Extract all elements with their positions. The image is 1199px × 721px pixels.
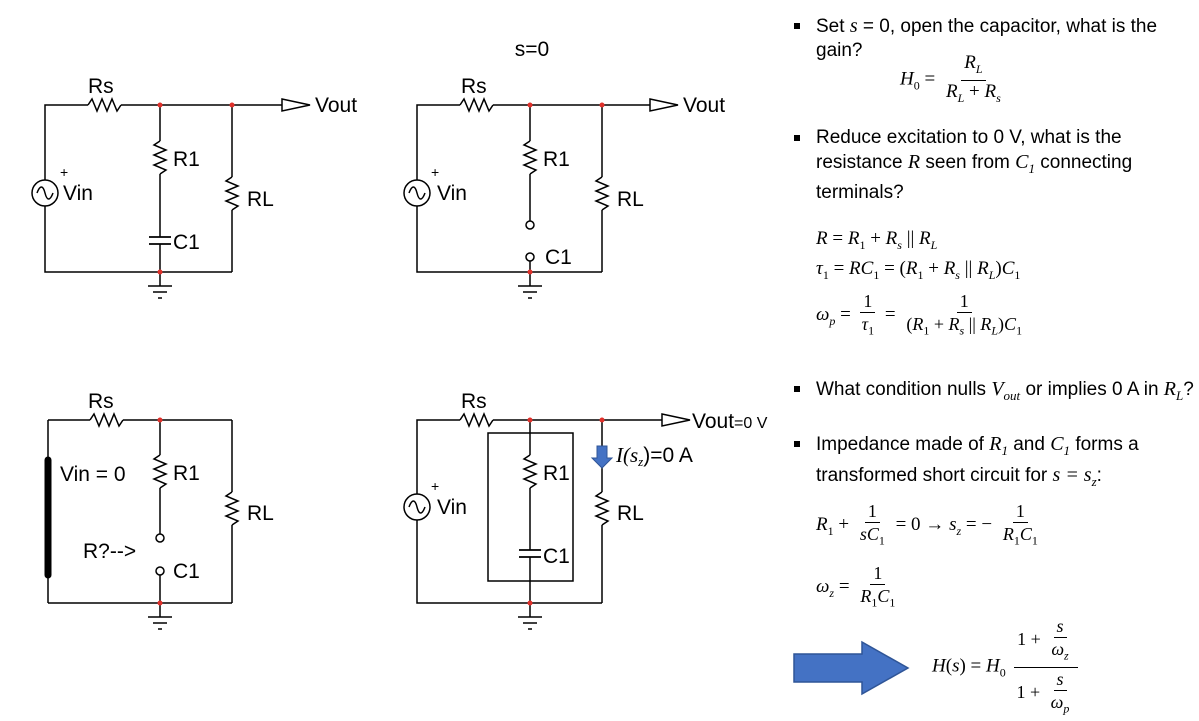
label-rs: Rs [88,75,114,98]
label-r1: R1 [173,148,200,171]
bullet-resistance: Reduce excitation to 0 V, what is the re… [792,126,1197,205]
label-c1: C1 [545,246,572,269]
label-rs: Rs [461,390,487,413]
label-vin: Vin [63,182,93,205]
bullet-icon [794,135,800,141]
circuit-1: Rs R1 C1 RL Vin + Vout [31,75,357,299]
circuit-4: Rs R1 C1 RL Vin + Vout=0 V I(sz)=0 A [403,390,768,630]
label-plus: + [431,164,439,180]
label-rs: Rs [88,390,114,413]
bullet-null-condition: What condition nulls Vout or implies 0 A… [792,377,1197,408]
label-r1: R1 [173,462,200,485]
label-plus: + [60,164,68,180]
label-c1: C1 [543,545,570,568]
label-resistance-probe: R?--> [83,540,136,563]
label-vout: Vout [315,94,357,117]
label-vout: Vout [683,94,725,117]
label-rs: Rs [461,75,487,98]
label-rl: RL [617,188,644,211]
equation-tau: τ1 = RC1 = (R1 + Rs || RL)C1 [816,258,1021,282]
circuit-3: Rs R1 C1 RL Vin = 0 R?--> [44,390,274,630]
label-r1: R1 [543,148,570,171]
label-rl: RL [617,502,644,525]
bullet-gain: Set s = 0, open the capacitor, what is t… [792,14,1197,63]
circuit-2: s=0 Rs R1 C1 RL Vin + Vout [403,38,725,299]
bullet-icon [794,441,800,447]
bullet-icon [794,386,800,392]
current-arrow-icon [590,445,614,469]
label-vin: Vin [437,496,467,519]
bullet-impedance: Impedance made of R1 and C1 forms a tran… [792,432,1197,494]
label-vin-zero: Vin = 0 [60,463,126,486]
bullet-icon [794,23,800,29]
label-c1: C1 [173,560,200,583]
circuit-diagrams: Rs R1 C1 RL Vin + Vout s=0 Rs R1 C1 RL [31,38,768,630]
label-current: I(sz)=0 A [615,443,693,469]
equation-r: R = R1 + Rs || RL [816,228,938,252]
label-r1: R1 [543,462,570,485]
circuit-2-title: s=0 [515,38,549,61]
label-rl: RL [247,188,274,211]
label-vin: Vin [437,182,467,205]
right-arrow-icon [793,640,910,696]
label-vout: Vout=0 V [692,410,768,433]
label-rl: RL [247,502,274,525]
label-plus: + [431,478,439,494]
explanation-pane: Set s = 0, open the capacitor, what is t… [792,0,1197,721]
label-c1: C1 [173,231,200,254]
